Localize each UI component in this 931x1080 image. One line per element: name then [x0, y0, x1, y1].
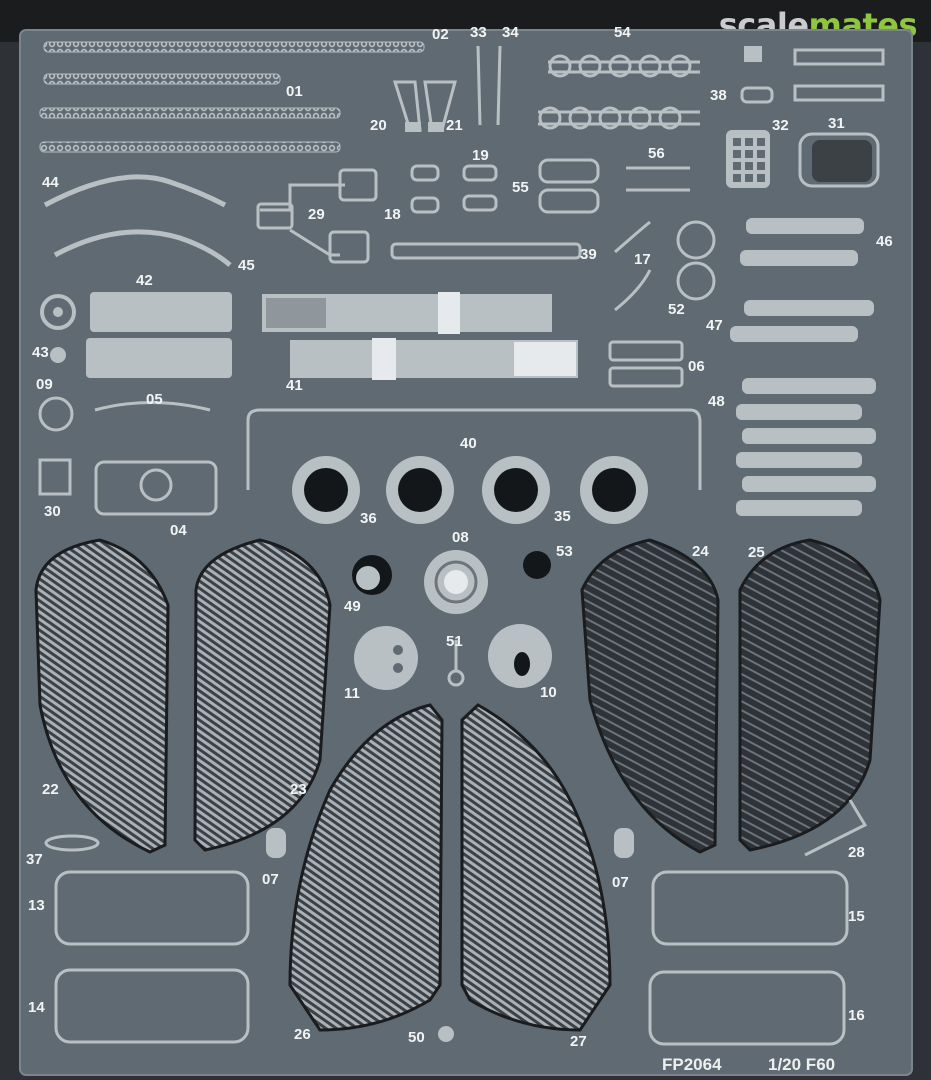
label-42: 42	[136, 272, 153, 289]
label-33: 33	[470, 24, 487, 41]
label-50: 50	[408, 1029, 425, 1046]
center-discs	[352, 550, 552, 690]
label-13: 13	[28, 897, 45, 914]
canisters	[40, 292, 578, 380]
label-43: 43	[32, 344, 49, 361]
label-16: 16	[848, 1007, 865, 1024]
label-15: 15	[848, 908, 865, 925]
label-49: 49	[344, 598, 361, 615]
label-11: 11	[344, 685, 360, 702]
label-26: 26	[294, 1026, 311, 1043]
label-06: 06	[688, 358, 705, 375]
label-46: 46	[876, 233, 893, 250]
label-07-right: 07	[612, 874, 629, 891]
label-10: 10	[540, 684, 557, 701]
label-21: 21	[446, 117, 463, 134]
parts-top-right	[726, 46, 885, 188]
label-18: 18	[384, 206, 401, 223]
label-39: 39	[580, 246, 597, 263]
parts-01	[39, 41, 425, 153]
label-30: 30	[44, 503, 61, 520]
label-17: 17	[634, 251, 651, 268]
label-04: 04	[170, 522, 187, 539]
label-27: 27	[570, 1033, 587, 1050]
label-05: 05	[146, 391, 163, 408]
label-35: 35	[554, 508, 571, 525]
rings-36-35	[292, 456, 648, 524]
label-36: 36	[360, 510, 377, 527]
label-47: 47	[706, 317, 723, 334]
label-19: 19	[472, 147, 489, 164]
label-20: 20	[370, 117, 387, 134]
sheet-scale: 1/20 F60	[768, 1055, 836, 1074]
label-31: 31	[828, 115, 845, 132]
label-53: 53	[556, 543, 573, 560]
label-24: 24	[692, 543, 709, 560]
label-29: 29	[308, 206, 325, 223]
label-56: 56	[648, 145, 665, 162]
label-28: 28	[848, 844, 865, 861]
label-51: 51	[446, 633, 463, 650]
label-14: 14	[28, 999, 45, 1016]
label-08: 08	[452, 529, 469, 546]
label-37: 37	[26, 851, 43, 868]
label-45: 45	[238, 257, 255, 274]
label-09: 09	[36, 376, 53, 393]
label-38: 38	[710, 87, 727, 104]
sheet-code: FP2064	[662, 1055, 722, 1074]
label-25: 25	[748, 544, 765, 561]
label-44: 44	[42, 174, 59, 191]
label-52: 52	[668, 301, 685, 318]
label-41: 41	[286, 377, 303, 394]
label-34: 34	[502, 24, 519, 41]
label-22: 22	[42, 781, 59, 798]
label-48: 48	[708, 393, 725, 410]
label-54: 54	[614, 24, 631, 41]
mesh-panels	[34, 538, 882, 1032]
label-23: 23	[290, 781, 307, 798]
label-55: 55	[512, 179, 529, 196]
label-01: 01	[286, 83, 303, 100]
label-02: 02	[432, 26, 449, 43]
label-40: 40	[460, 435, 477, 452]
label-32: 32	[772, 117, 789, 134]
label-07-left: 07	[262, 871, 279, 888]
